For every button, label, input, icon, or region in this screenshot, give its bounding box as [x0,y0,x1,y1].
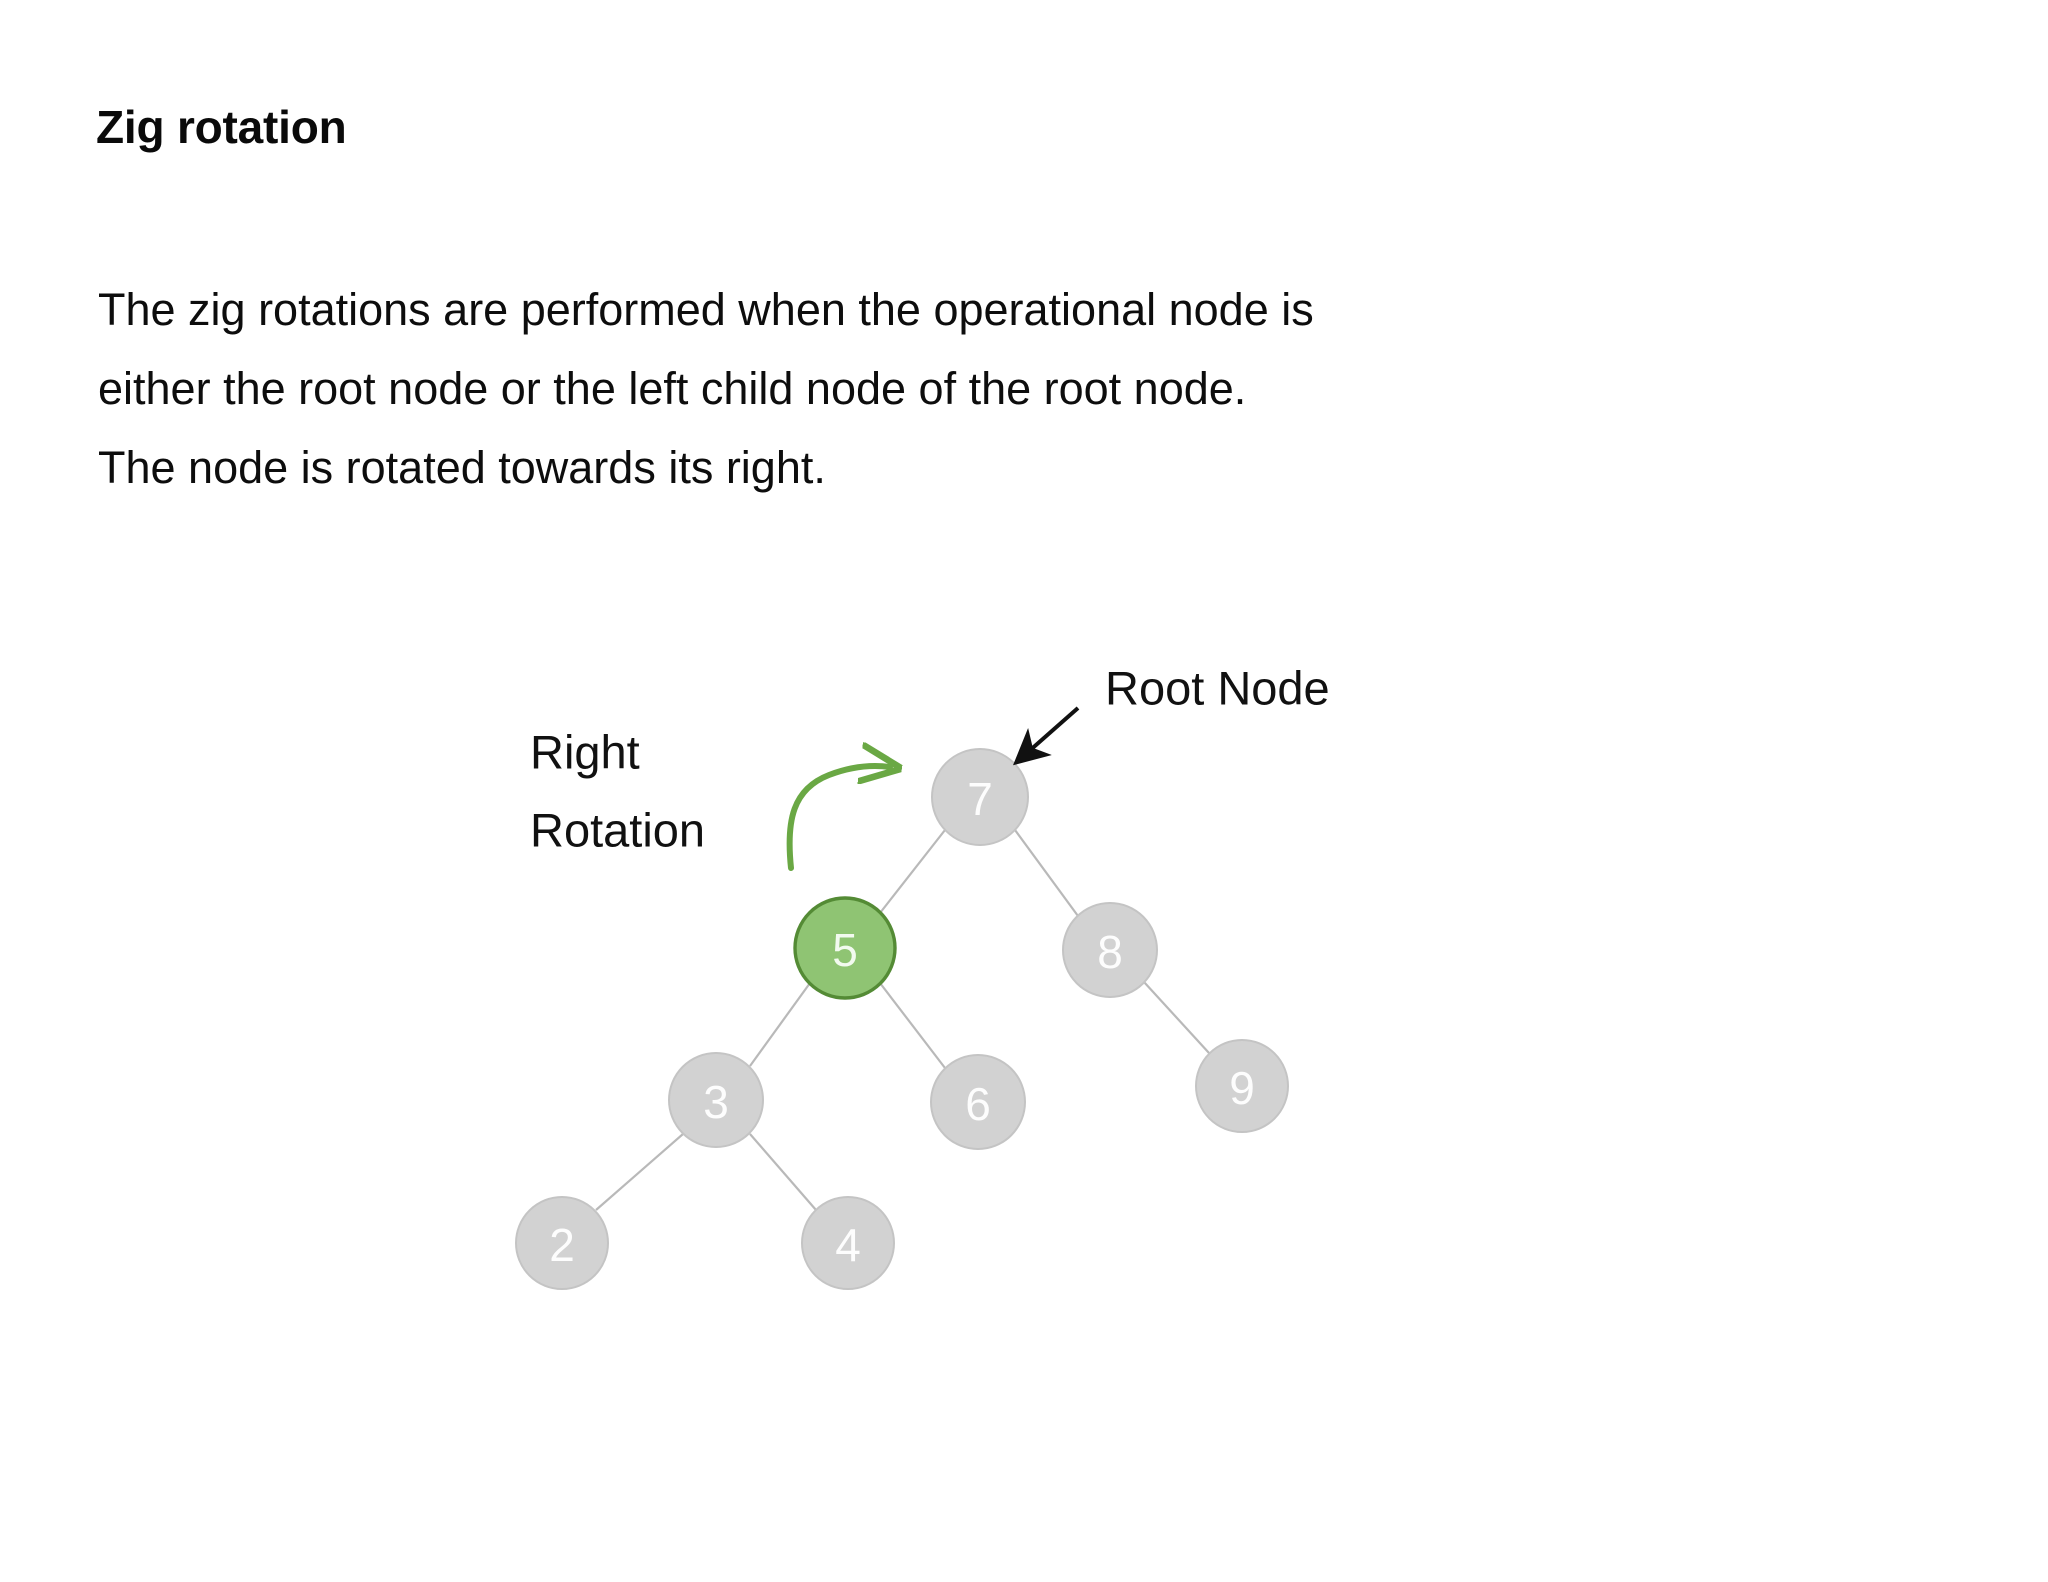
tree-node-7-label: 7 [967,773,993,825]
edge-8-9 [1143,981,1210,1054]
tree-node-8-label: 8 [1097,926,1123,978]
page-title: Zig rotation [96,101,347,153]
edge-7-8 [1014,829,1079,917]
tree-node-7-circle[interactable] [931,748,1029,846]
tree-node-3[interactable]: 3 [668,1052,764,1148]
tree-node-4-circle[interactable] [801,1196,895,1290]
edge-5-3 [749,982,811,1067]
tree-node-7[interactable]: 7 [931,748,1029,846]
right-rotation-arrow-icon [786,766,890,871]
tree-node-6[interactable]: 6 [930,1054,1026,1150]
tree-node-9[interactable]: 9 [1195,1039,1289,1133]
tree-node-5-circle[interactable] [793,896,897,1000]
body-paragraph: The zig rotations are performed when the… [98,270,1970,507]
tree-node-8-circle[interactable] [1062,902,1158,998]
right-rotation-label-line2: Rotation [530,804,705,857]
paragraph-line-2: either the root node or the left child n… [98,363,1247,414]
tree-node-4[interactable]: 4 [801,1196,895,1290]
tree-node-2-label: 2 [549,1219,575,1271]
root-node-annotation-label: Root Node [1105,662,1330,715]
tree-node-6-label: 6 [965,1078,991,1130]
tree-node-2[interactable]: 2 [515,1196,609,1290]
tree-node-5[interactable]: 5 [793,896,897,1000]
paragraph-line-1: The zig rotations are performed when the… [98,284,1314,335]
tree-node-5-label: 5 [832,924,858,976]
tree-node-2-circle[interactable] [515,1196,609,1290]
tree-nodes: 7 5 8 3 6 9 [515,748,1289,1290]
tree-node-3-circle[interactable] [668,1052,764,1148]
tree-node-9-label: 9 [1229,1062,1255,1114]
right-rotation-label-line1: Right [530,726,640,779]
root-pointer-arrow-icon [1012,706,1080,766]
tree-node-3-label: 3 [703,1076,729,1128]
tree-edges [595,829,1210,1211]
tree-node-6-circle[interactable] [930,1054,1026,1150]
tree-node-9-circle[interactable] [1195,1039,1289,1133]
tree-node-4-label: 4 [835,1219,861,1271]
edge-7-5 [879,829,946,914]
edge-5-6 [879,982,946,1069]
edge-3-2 [595,1133,684,1211]
tree-node-8[interactable]: 8 [1062,902,1158,998]
paragraph-line-3: The node is rotated towards its right. [98,442,826,493]
edge-3-4 [749,1133,817,1211]
